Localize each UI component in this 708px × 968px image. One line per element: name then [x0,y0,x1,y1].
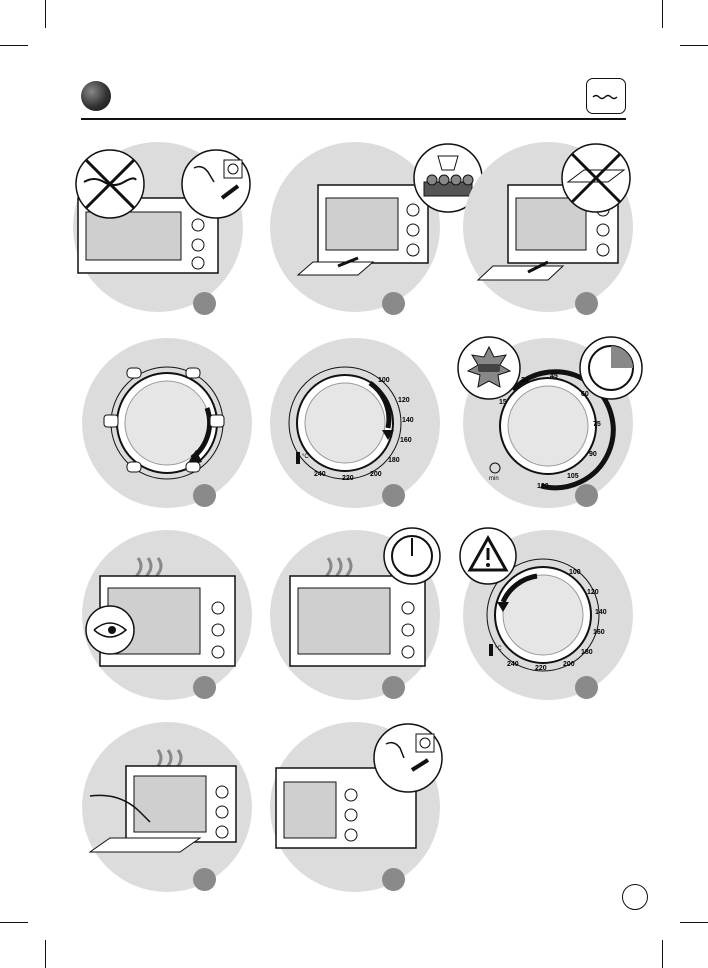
temp-label: 160 [400,437,412,444]
temp-label: 140 [595,609,607,616]
oven-icon [88,749,237,853]
thermometer-unit: °C [302,454,309,460]
step-number-badge [575,484,598,507]
timer-dial-icon: 30 45 60 75 90 105 120 15 min [489,369,616,491]
clock-icon [383,527,441,585]
temp-label: 160 [593,629,605,636]
crop-mark [45,940,46,968]
step-number-badge [193,292,216,315]
stopwatch-icon [489,462,501,474]
temp-label: 240 [314,471,326,478]
timer-label: 105 [567,473,579,480]
muffin-tray-icon [413,143,483,213]
temp-label: 220 [342,475,354,482]
timer-label: 45 [550,373,558,380]
warning-icon [459,527,517,585]
temp-label: 220 [535,665,547,672]
temp-label: 120 [587,589,599,596]
thermometer-unit: °C [495,646,502,652]
eye-icon [85,605,135,655]
step-number-badge [382,868,405,891]
oven-icon [296,184,429,276]
plug-in-socket-icon [181,149,251,219]
timer-label: 120 [537,483,549,490]
oven-icon [289,557,426,667]
crop-mark [0,922,28,923]
temp-label: 100 [378,377,390,384]
unplug-icon [373,723,443,793]
temp-label: 140 [402,417,414,424]
section-bullet [81,81,111,111]
indicator-light-icon [457,336,521,400]
temp-label: 180 [581,649,593,656]
thermometer-icon [489,644,493,656]
crop-mark [662,940,663,968]
timer-label: 75 [593,421,601,428]
clock-icon [579,336,643,400]
step-number-badge [193,484,216,507]
crossed-tray-icon [561,143,631,213]
water-tray-icon [586,78,626,114]
temp-label: 100 [569,569,581,576]
timer-label: 15 [499,399,507,406]
step-number-badge [193,868,216,891]
temp-label: 240 [507,661,519,668]
temperature-dial-icon: 100 120 140 160 180 200 220 240 °C [486,558,607,672]
crossed-cable-icon [75,149,145,219]
step-number-badge [575,676,598,699]
temp-label: 200 [370,471,382,478]
crop-mark [680,922,708,923]
temperature-dial-icon: 100 120 140 160 180 200 220 240 °C [288,366,414,482]
crop-mark [680,45,708,46]
timer-label: 30 [521,377,529,384]
crop-mark [662,0,663,28]
crop-mark [45,0,46,28]
timer-label: 90 [589,451,597,458]
function-dial-icon [103,366,225,480]
step-number-badge [575,292,598,315]
step-number-badge [382,676,405,699]
crop-mark [0,45,28,46]
header-rule [81,118,626,120]
temp-label: 120 [398,397,410,404]
page-number-circle [622,884,648,910]
stopwatch-unit: min [489,476,499,482]
temp-label: 200 [563,661,575,668]
step-number-badge [382,484,405,507]
temp-label: 180 [388,457,400,464]
thermometer-icon [296,452,300,464]
timer-label: 60 [581,391,589,398]
step-number-badge [382,292,405,315]
step-number-badge [193,676,216,699]
